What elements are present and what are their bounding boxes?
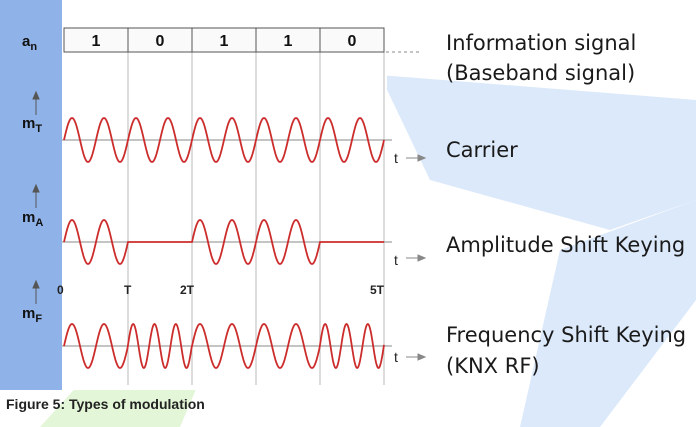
right-arrow-icon: [406, 353, 427, 361]
row-label-mT: mT: [22, 115, 42, 135]
carrier-label: Carrier: [446, 138, 518, 162]
time-axis-label: t: [394, 150, 398, 166]
modulation-figure: 1 0 1 1 0 an mT mA mF t t t 0 T: [0, 0, 427, 390]
fsk-waveform: [63, 323, 385, 369]
bit-box-3: [191, 27, 257, 53]
knx-rf-label: (KNX RF): [446, 354, 540, 378]
plot-panel: [62, 22, 387, 390]
up-arrow-icon: [32, 279, 40, 304]
baseband-signal-label: (Baseband signal): [446, 61, 636, 85]
ask-label: Amplitude Shift Keying: [446, 233, 686, 257]
time-tick-label: 0: [57, 283, 64, 297]
row-label-an: an: [22, 33, 37, 53]
time-tick-label: 2T: [180, 283, 195, 297]
row-label-mF: mF: [22, 305, 42, 325]
carrier-waveform: [63, 117, 385, 163]
bit-value: 0: [348, 33, 357, 50]
bit-box-4: [255, 27, 321, 53]
left-strip: [0, 0, 62, 390]
up-arrow-icon: [32, 90, 40, 115]
row-label-mA: mA: [22, 209, 43, 229]
bit-value: 1: [92, 33, 101, 50]
time-axis-label: t: [394, 252, 398, 268]
bit-box-5: [319, 27, 385, 53]
figure-caption: Figure 5: Types of modulation: [6, 396, 205, 412]
bit-box-2: [127, 27, 193, 53]
bit-value: 0: [156, 33, 165, 50]
right-arrow-icon: [406, 154, 427, 162]
time-axis-label: t: [394, 349, 398, 365]
bit-value: 1: [284, 33, 293, 50]
right-arrow-icon: [406, 254, 427, 262]
up-arrow-icon: [32, 183, 40, 208]
ask-waveform: [63, 219, 384, 265]
bit-value: 1: [220, 33, 229, 50]
fsk-label: Frequency Shift Keying: [446, 323, 687, 347]
time-gridlines: [127, 52, 385, 385]
time-tick-label: T: [124, 283, 132, 297]
bg-blue-stroke: [520, 200, 696, 427]
bit-row: 1 0 1 1 0: [63, 27, 420, 53]
time-tick-label: 5T: [370, 283, 385, 297]
info-signal-label: Information signal: [446, 31, 637, 55]
bg-blue-arc: [380, 75, 696, 230]
